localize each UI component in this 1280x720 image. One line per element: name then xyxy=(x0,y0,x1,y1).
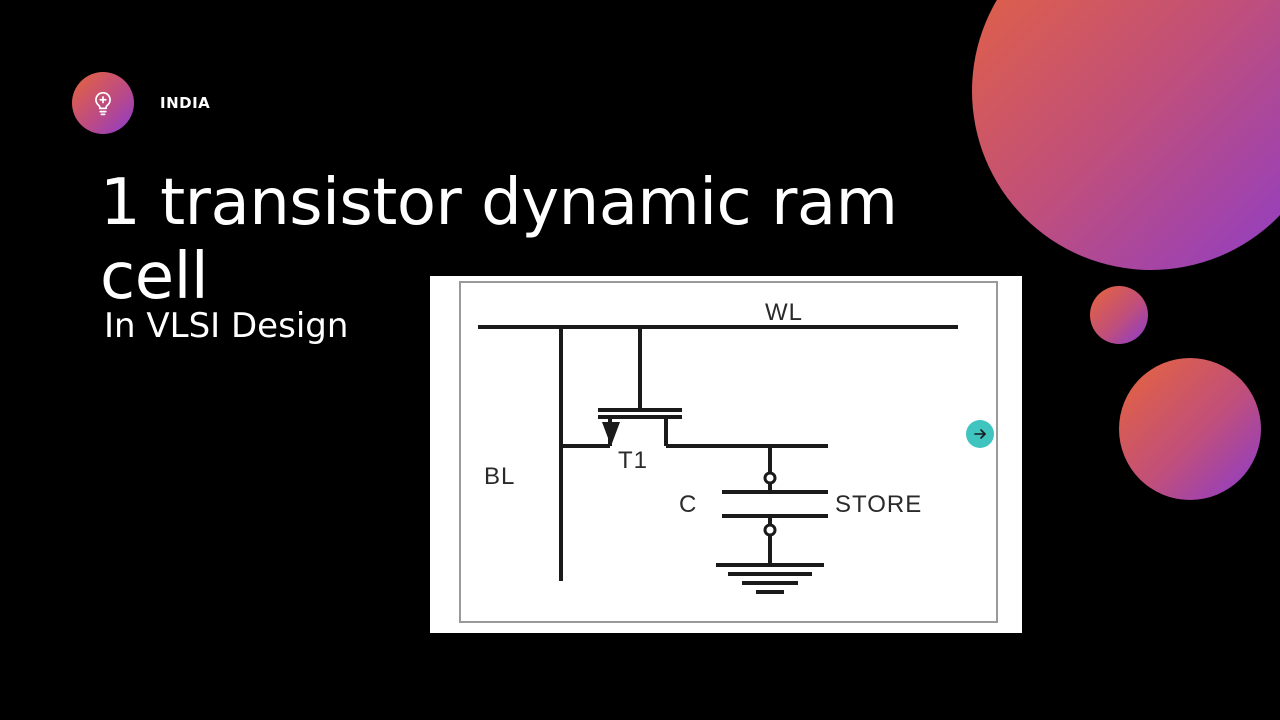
ground-node-dot xyxy=(763,523,777,537)
diagram-border xyxy=(459,281,998,623)
arrow-right-icon xyxy=(974,429,986,439)
next-slide-button[interactable] xyxy=(966,420,994,448)
label-store: STORE xyxy=(835,491,922,518)
label-word-line: WL xyxy=(765,299,803,326)
slide-title: 1 transistor dynamic ram cell xyxy=(100,166,898,314)
label-transistor: T1 xyxy=(618,447,648,474)
slide-subtitle: In VLSI Design xyxy=(104,306,349,346)
decorative-circle-medium xyxy=(1119,358,1261,500)
decorative-circle-large xyxy=(972,0,1280,270)
label-bit-line: BL xyxy=(484,463,515,490)
label-capacitor: C xyxy=(679,491,697,518)
lightbulb-icon xyxy=(95,91,111,116)
circuit-schematic: WL BL T1 C STORE xyxy=(459,281,998,623)
decorative-circle-small xyxy=(1090,286,1148,344)
dram-circuit-diagram: WL BL T1 C STORE xyxy=(430,276,1022,633)
transistor-arrow xyxy=(602,422,620,446)
storage-node-dot xyxy=(763,471,777,485)
brand-label: INDIA xyxy=(160,94,211,112)
brand-badge xyxy=(72,72,134,134)
